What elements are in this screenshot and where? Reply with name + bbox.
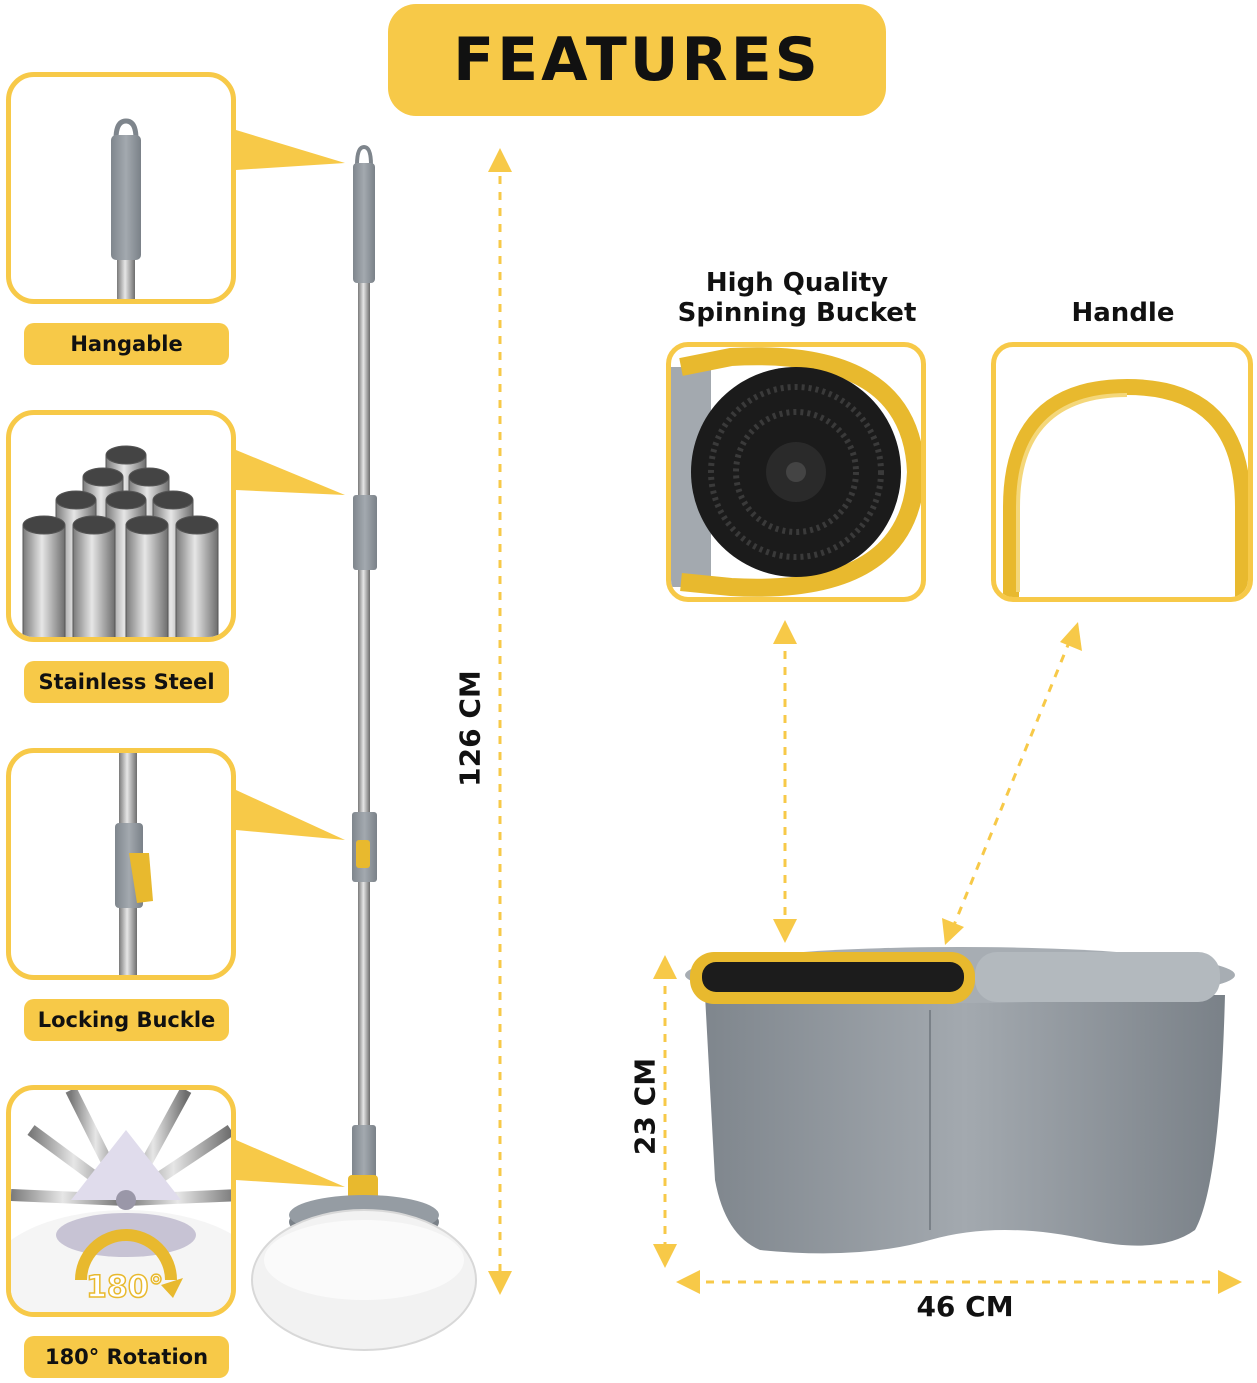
- mop: [251, 144, 477, 1351]
- feature-image-rotation: 180°: [6, 1085, 236, 1317]
- feature-label-hangable: Hangable: [24, 323, 229, 365]
- callout-pointer-hangable: [236, 130, 345, 170]
- bucket-width-arrow: [676, 1270, 1242, 1294]
- spinning-basket-icon: [671, 347, 921, 597]
- rotation-badge: 180°: [85, 1269, 164, 1306]
- mop-height-label: 126 CM: [453, 670, 487, 787]
- steel-tubes-icon: [22, 445, 219, 637]
- handle-zoom-title: Handle: [1071, 298, 1175, 328]
- zoom-arrows: [773, 620, 1082, 945]
- feature-label-locking-buckle: Locking Buckle: [24, 999, 229, 1041]
- bucket-height-label: 23 CM: [628, 1057, 662, 1156]
- feature-image-locking-buckle: [6, 748, 236, 980]
- bucket-zoom-title-line2: Spinning Bucket: [677, 298, 917, 328]
- bucket-zoom-title: High Quality Spinning Bucket: [668, 268, 926, 328]
- features-title-pill: FEATURES: [388, 4, 886, 116]
- bucket-zoom-image: [666, 342, 926, 602]
- handle-icon: [1003, 378, 1248, 597]
- bucket-height-arrow: [653, 955, 677, 1268]
- bucket-width-label: 46 CM: [916, 1290, 1014, 1323]
- callout-pointer-buckle: [236, 790, 345, 840]
- bucket: [685, 947, 1235, 1254]
- locking-buckle-icon: [115, 753, 153, 975]
- feature-label-rotation: 180° Rotation: [24, 1336, 229, 1378]
- hang-hook-icon: [111, 118, 141, 299]
- height-arrow: [488, 148, 512, 1295]
- handle-zoom-image: [991, 342, 1253, 602]
- callout-pointer-steel: [236, 450, 345, 495]
- rotation-icon: [11, 1090, 231, 1312]
- callout-pointer-rotation: [236, 1140, 345, 1187]
- feature-label-stainless-steel: Stainless Steel: [24, 661, 229, 703]
- page-title: FEATURES: [453, 25, 821, 95]
- feature-image-hangable: [6, 72, 236, 304]
- feature-image-stainless-steel: [6, 410, 236, 642]
- bucket-zoom-title-line1: High Quality: [705, 268, 889, 298]
